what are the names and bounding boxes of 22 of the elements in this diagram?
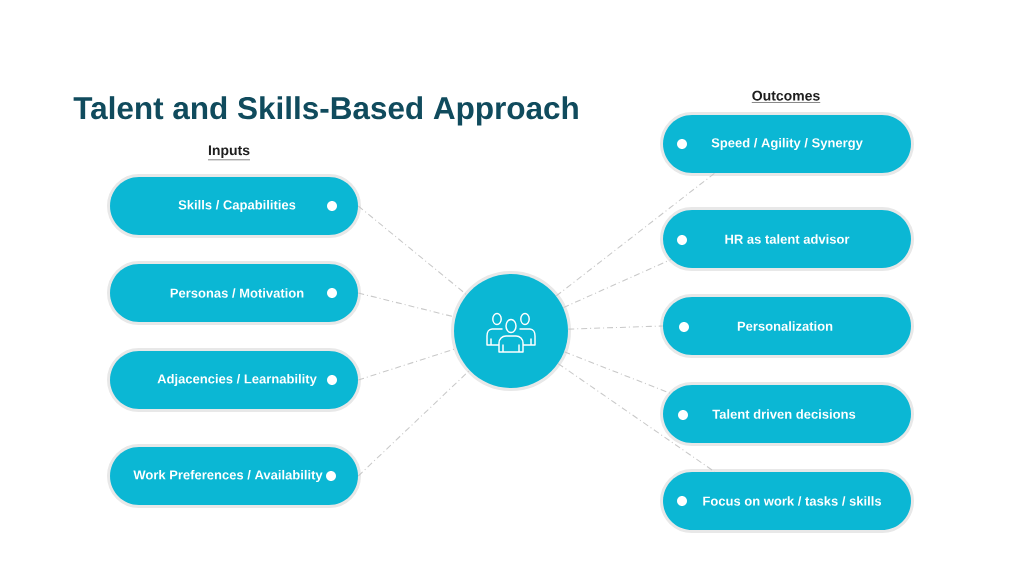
pill-box: Skills / Capabilities: [107, 174, 361, 238]
column-heading: Inputs: [207, 145, 251, 161]
connector-line: [357, 347, 457, 381]
title: Talent and Skills-Based Approach: [73, 96, 578, 126]
pill-box: Talent driven decisions: [660, 382, 914, 446]
column-heading: Outcomes: [751, 90, 821, 103]
connector-line: [563, 351, 672, 395]
pill-box: Adjacencies / Learnability: [107, 348, 361, 412]
connector-line: [357, 369, 470, 477]
connector-line: [357, 292, 456, 318]
connector-line: [557, 363, 716, 473]
connector-line: [562, 258, 672, 309]
pill-box: Personalization: [660, 294, 914, 358]
hub-circle: [451, 271, 571, 391]
pill-box: HR as talent advisor: [660, 207, 914, 271]
pill-box: Speed / Agility / Synergy: [660, 112, 914, 176]
pill-box: Personas / Motivation: [107, 261, 361, 325]
pill-box: Work Preferences / Availability: [107, 444, 361, 508]
connector-line: [567, 325, 664, 330]
pill-box: Focus on work / tasks / skills: [660, 469, 914, 533]
connector-line: [555, 172, 716, 297]
connector-line: [357, 205, 468, 296]
